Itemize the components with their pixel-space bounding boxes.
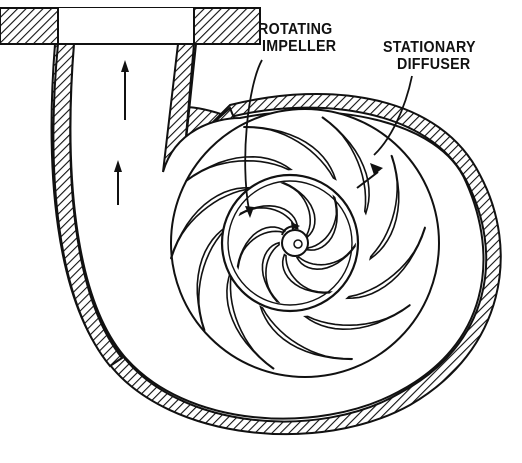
diffuser-flow-arrow <box>356 163 383 189</box>
diffuser-vane-5 <box>226 270 275 370</box>
impeller-leader-line <box>244 59 263 211</box>
impeller-vane-4 <box>261 241 281 304</box>
diffuser-vane-6 <box>196 225 227 332</box>
diffuser-label-line1: STATIONARY <box>383 39 476 56</box>
impeller-vane-2 <box>295 242 357 271</box>
diffuser-leader-line <box>373 75 413 156</box>
diffuser-vane-8 <box>185 155 293 183</box>
impeller-vane-7 <box>280 181 316 239</box>
impeller-vane-3 <box>281 253 333 294</box>
impeller-vane-1 <box>306 194 338 251</box>
diffuser-vane-7 <box>170 186 251 260</box>
diffuser-vanes <box>170 116 426 370</box>
impeller-vane-6 <box>238 204 299 230</box>
impeller-hub <box>281 229 309 257</box>
flow-arrow-lower <box>114 160 122 205</box>
diffuser-vane-10 <box>321 116 370 216</box>
diffuser-vane-2 <box>345 226 426 300</box>
diffuser-vane-3 <box>303 303 411 331</box>
diffuser-vane-9 <box>243 125 337 181</box>
impeller-vane-5 <box>236 226 287 271</box>
diffuser-label-line2: DIFFUSER <box>397 56 471 73</box>
rotation-arrow-icon <box>281 222 300 236</box>
impeller-vanes <box>236 181 357 304</box>
shaft-icon <box>293 239 303 249</box>
diffuser-vane-4 <box>259 305 353 361</box>
impeller-label-line2: IMPELLER <box>262 38 337 55</box>
diffuser-vane-1 <box>369 154 400 261</box>
impeller-label-line1: ROTATING <box>258 21 333 38</box>
flow-arrow-upper <box>121 60 129 120</box>
